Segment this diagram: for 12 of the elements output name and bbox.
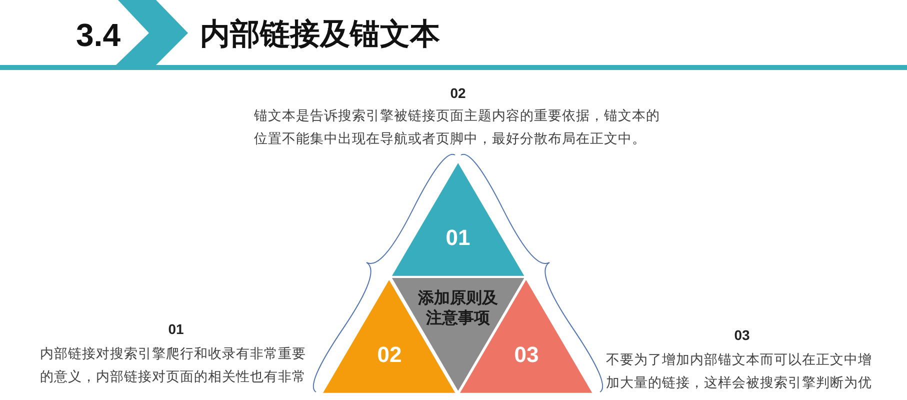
point-number: 03 — [734, 326, 750, 344]
point-number: 01 — [168, 320, 184, 338]
description-text: 不要为了增加内部锚文本而可以在正文中增加大量的链接，这样会被搜索引擎判断为优 — [606, 351, 873, 392]
segment-number: 03 — [514, 340, 539, 369]
segment-number: 01 — [446, 224, 470, 252]
point-number: 02 — [450, 84, 466, 102]
section-number: 3.4 — [76, 16, 120, 54]
center-label: 添加原则及注意事项 — [416, 288, 499, 329]
segment-number: 02 — [377, 340, 402, 369]
page-title: 内部链接及锚文本 — [200, 17, 440, 53]
description-text: 锚文本是告诉搜索引擎被链接页面主题内容的重要依据，锚文本的位置不能集中出现在导航或者页脚中，最好分散布局在正文中。 — [254, 107, 661, 148]
description-text: 内部链接对搜索引擎爬行和收录有非常重要的意义，内部链接对页面的相关性也有非常 — [40, 345, 307, 386]
